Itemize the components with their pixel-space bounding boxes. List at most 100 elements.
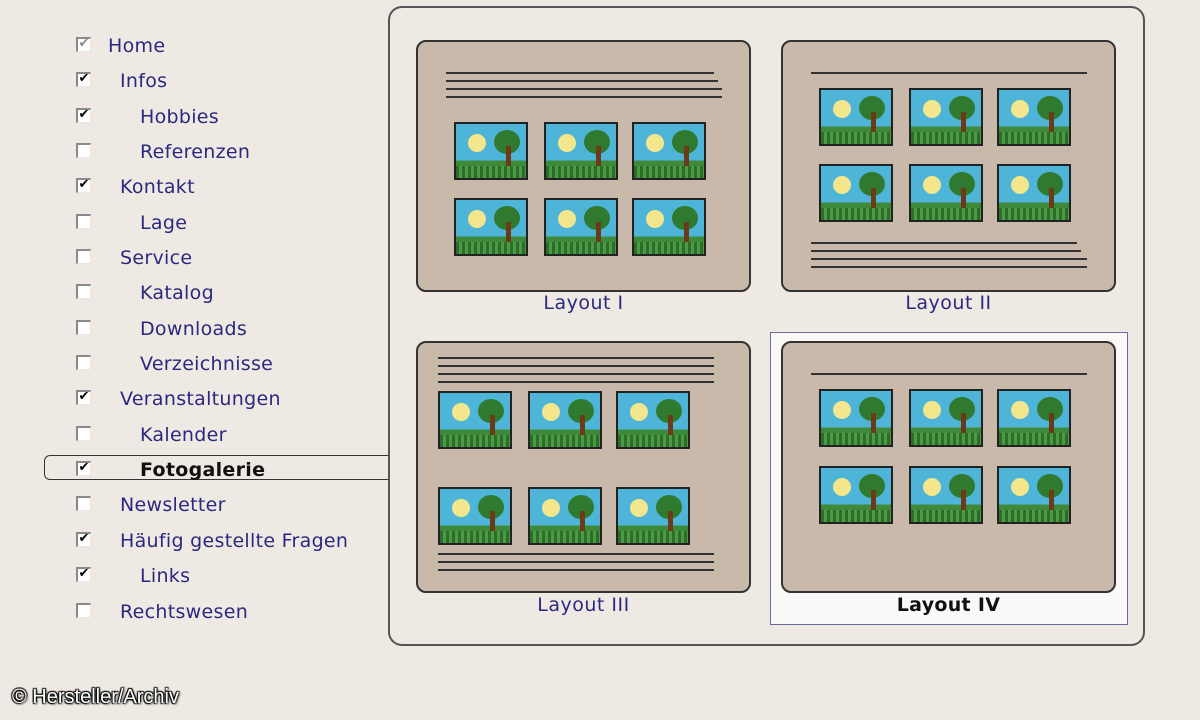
tree-item[interactable]: ✔Häufig gestellte Fragen	[0, 523, 380, 558]
checkmark-icon: ✔	[78, 389, 90, 405]
tree-item-label: Lage	[140, 211, 188, 234]
trunk-shape	[580, 511, 585, 531]
tree-item[interactable]: ✔Fotogalerie	[0, 452, 389, 487]
grass-shape	[456, 166, 526, 178]
sun-shape	[468, 134, 486, 152]
checkbox[interactable]: ✔	[76, 531, 91, 547]
tree-item[interactable]: Rechtswesen	[0, 594, 380, 629]
grass-shape	[999, 132, 1069, 144]
photo-placeholder-icon	[454, 122, 528, 180]
sun-shape	[558, 210, 576, 228]
checkbox[interactable]: ✔	[76, 461, 91, 477]
tree-item[interactable]: ✔Hobbies	[0, 99, 380, 134]
text-line-placeholder	[446, 96, 722, 98]
checkbox[interactable]	[76, 319, 91, 335]
text-line-placeholder	[438, 381, 714, 383]
grass-shape	[634, 166, 704, 178]
grass-shape	[911, 208, 981, 220]
tree-item[interactable]: Newsletter	[0, 487, 380, 522]
grass-shape	[530, 531, 600, 543]
tree-item[interactable]: Kalender	[0, 417, 380, 452]
checkbox[interactable]: ✔	[76, 567, 91, 583]
text-line-placeholder	[438, 365, 714, 367]
grass-shape	[821, 208, 891, 220]
tree-item[interactable]: Katalog	[0, 275, 380, 310]
sun-shape	[542, 403, 560, 421]
grass-shape	[618, 531, 688, 543]
sun-shape	[468, 210, 486, 228]
tree-item[interactable]: ✔ Veranstaltungen	[0, 381, 380, 416]
checkbox[interactable]	[76, 249, 91, 265]
trunk-shape	[506, 222, 511, 242]
text-line-placeholder	[811, 258, 1087, 260]
tree-item[interactable]: ✔Infos	[0, 63, 380, 98]
sun-shape	[1011, 401, 1029, 419]
sun-shape	[630, 499, 648, 517]
tree-item[interactable]: Verzeichnisse	[0, 346, 380, 381]
photo-placeholder-icon	[528, 487, 602, 545]
grass-shape	[634, 242, 704, 254]
grass-shape	[999, 510, 1069, 522]
tree-item-label: Veranstaltungen	[120, 388, 281, 411]
tree-item[interactable]: ✔ Links	[0, 558, 380, 593]
sun-shape	[833, 401, 851, 419]
text-line-placeholder	[438, 569, 714, 571]
copyright-notice: © Hersteller/Archiv	[12, 686, 179, 708]
tree-item-label: Links	[140, 565, 191, 588]
trunk-shape	[668, 511, 673, 531]
text-line-placeholder	[446, 88, 722, 90]
trunk-shape	[596, 146, 601, 166]
tree-item[interactable]: Service	[0, 240, 380, 275]
sun-shape	[646, 134, 664, 152]
trunk-shape	[684, 222, 689, 242]
text-line-placeholder	[811, 266, 1087, 268]
checkbox[interactable]: ✔	[76, 106, 91, 123]
checkbox[interactable]	[76, 284, 91, 300]
tree-item[interactable]: ✔Home	[0, 28, 380, 63]
grass-shape	[456, 242, 526, 254]
photo-placeholder-icon	[528, 391, 602, 449]
checkbox[interactable]: ✔	[76, 37, 91, 52]
checkbox[interactable]	[76, 425, 91, 441]
layout-label-3[interactable]: Layout III	[537, 594, 630, 616]
sun-shape	[833, 478, 851, 496]
layout-thumbnail-4[interactable]	[781, 341, 1116, 593]
text-line-placeholder	[438, 357, 714, 359]
layout-thumbnail-3[interactable]	[416, 341, 751, 593]
grass-shape	[821, 132, 891, 144]
tree-item[interactable]: Downloads	[0, 311, 380, 346]
text-line-placeholder	[811, 250, 1081, 252]
trunk-shape	[580, 415, 585, 435]
checkbox[interactable]	[76, 355, 91, 371]
tree-item-label: Verzeichnisse	[140, 353, 274, 376]
checkbox[interactable]: ✔	[76, 389, 91, 406]
checkbox[interactable]	[76, 602, 91, 618]
checkmark-icon: ✔	[78, 36, 90, 51]
trunk-shape	[684, 146, 689, 166]
layout-label-2[interactable]: Layout II	[905, 292, 992, 314]
grass-shape	[911, 132, 981, 144]
layout-label-1[interactable]: Layout I	[543, 292, 624, 314]
tree-item[interactable]: Lage	[0, 205, 380, 240]
tree-item-label: Katalog	[140, 282, 214, 305]
layout-thumbnail-2[interactable]	[781, 40, 1116, 292]
checkbox[interactable]: ✔	[76, 72, 91, 88]
photo-placeholder-icon	[819, 466, 893, 524]
checkbox[interactable]: ✔	[76, 178, 91, 194]
tree-item[interactable]: ✔Kontakt	[0, 169, 380, 204]
checkbox[interactable]	[76, 496, 91, 512]
layout-label-4[interactable]: Layout IV	[896, 594, 1001, 616]
checkbox[interactable]	[76, 143, 91, 159]
checkmark-icon: ✔	[78, 106, 90, 122]
photo-placeholder-icon	[438, 391, 512, 449]
photo-placeholder-icon	[616, 391, 690, 449]
grass-shape	[546, 242, 616, 254]
sun-shape	[558, 134, 576, 152]
grass-shape	[440, 531, 510, 543]
tree-item[interactable]: Referenzen	[0, 134, 380, 169]
layout-thumbnail-1[interactable]	[416, 40, 751, 292]
grass-shape	[911, 510, 981, 522]
trunk-shape	[490, 511, 495, 531]
text-line-placeholder	[438, 561, 714, 563]
checkbox[interactable]	[76, 213, 91, 229]
